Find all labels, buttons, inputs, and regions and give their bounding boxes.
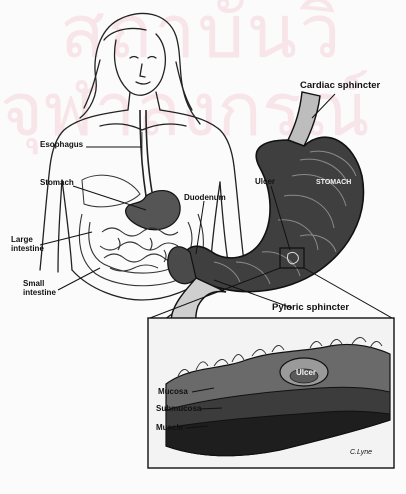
label-muscle: Muscle xyxy=(156,423,183,432)
label-small-intestine: Small intestine xyxy=(23,279,56,297)
artist-signature: C.Lyne xyxy=(350,448,372,457)
label-mucosa: Mucosa xyxy=(158,387,188,396)
label-cardiac-sphincter: Cardiac sphincter xyxy=(300,81,380,90)
label-ulcer-top: Ulcer xyxy=(255,177,275,186)
label-stomach-inner: STOMACH xyxy=(316,178,351,187)
label-esophagus: Esophagus xyxy=(40,140,83,149)
label-pyloric-sphincter: Pyloric sphincter xyxy=(272,303,349,312)
label-submucosa: Submucosa xyxy=(156,404,201,413)
torso-stomach xyxy=(126,191,180,230)
label-large-intestine: Large intestine xyxy=(11,235,44,253)
label-duodenum: Duodenum xyxy=(184,193,226,202)
label-stomach: Stomach xyxy=(40,178,74,187)
label-ulcer-inset: Ulcer xyxy=(296,368,316,377)
torso-esophagus xyxy=(140,110,152,196)
large-stomach xyxy=(152,92,363,334)
